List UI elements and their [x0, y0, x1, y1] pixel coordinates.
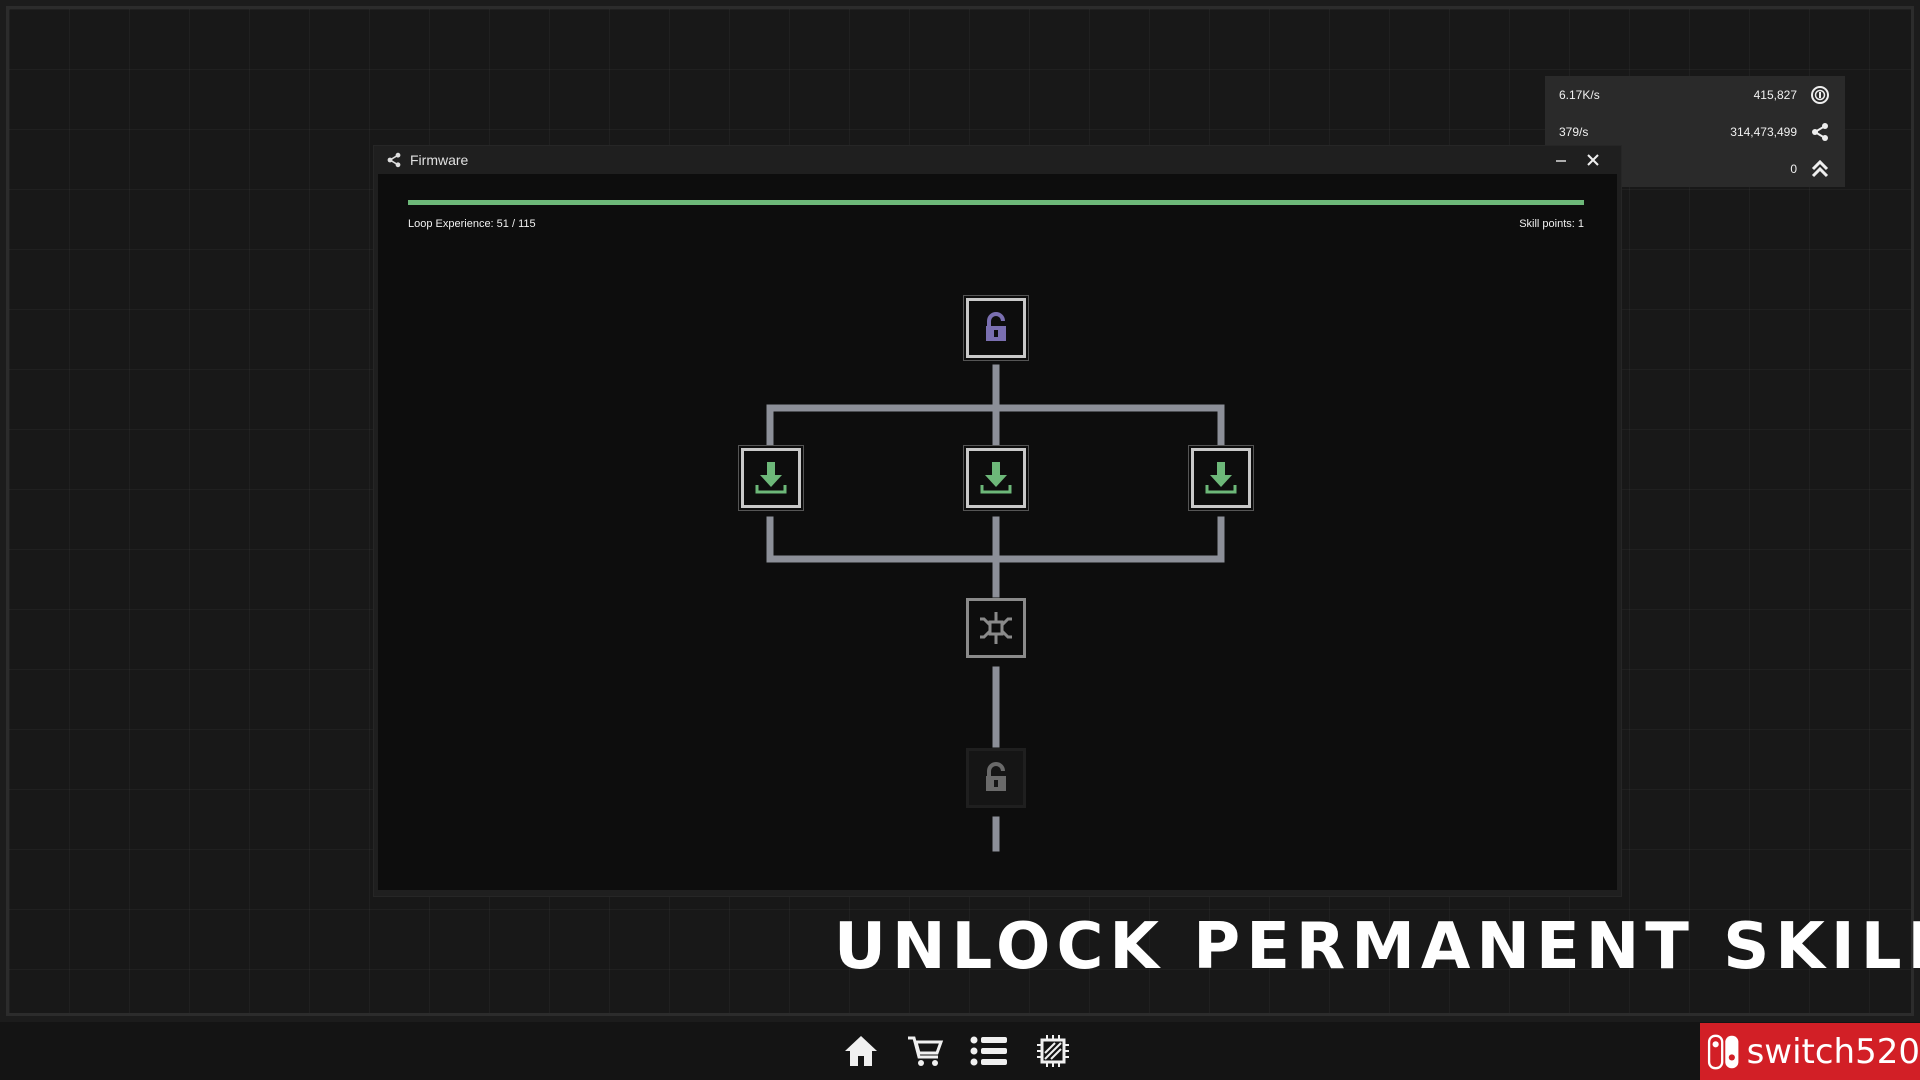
window-title: Firmware — [410, 152, 469, 168]
skill-node-root-unlock[interactable] — [966, 298, 1026, 358]
coin-value: 415,827 — [1753, 87, 1797, 102]
coin-icon — [1809, 84, 1831, 106]
window-content: Loop Experience: 51 / 115 Skill points: … — [378, 174, 1617, 890]
skill-node-locked[interactable] — [966, 748, 1026, 808]
share-icon — [386, 151, 404, 169]
home-button[interactable] — [842, 1032, 880, 1070]
network-icon — [980, 612, 1012, 644]
skill-node-download-right[interactable] — [1191, 448, 1251, 508]
chip-icon — [1037, 1035, 1069, 1067]
close-icon — [1587, 154, 1599, 166]
cart-icon — [908, 1036, 944, 1066]
minimize-button[interactable] — [1551, 150, 1571, 170]
unlock-icon — [986, 762, 1006, 791]
prestige-value: 0 — [1790, 161, 1797, 176]
skill-tree — [378, 174, 1617, 890]
share-icon — [1809, 121, 1831, 143]
download-icon — [980, 462, 1012, 494]
skill-tree-connectors — [766, 364, 1225, 852]
tasks-button[interactable] — [970, 1032, 1008, 1070]
double-chevron-up-icon — [1809, 158, 1831, 180]
home-icon — [845, 1036, 877, 1066]
skill-points-label: Skill points: 1 — [1519, 218, 1584, 230]
unlock-icon — [986, 312, 1006, 341]
download-icon — [755, 462, 787, 494]
taskbar — [0, 1022, 1920, 1080]
joycon-logo-icon — [1707, 1034, 1739, 1069]
resource-row-prestige: 0 — [1559, 150, 1831, 187]
window-titlebar[interactable]: Firmware — [374, 146, 1621, 174]
loop-experience-bar — [408, 200, 1584, 205]
resource-row-coins: 6.17K/s 415,827 — [1559, 76, 1831, 113]
shop-button[interactable] — [906, 1032, 944, 1070]
skill-node-download-center[interactable] — [966, 448, 1026, 508]
data-rate: 379/s — [1559, 124, 1589, 139]
data-value: 314,473,499 — [1730, 124, 1797, 139]
watermark: switch520 — [1700, 1023, 1920, 1080]
download-icon — [1205, 462, 1237, 494]
skill-node-download-left[interactable] — [741, 448, 801, 508]
promo-tagline: UNLOCK PERMANENT SKILLS — [834, 910, 1920, 984]
list-icon — [970, 1036, 1007, 1066]
watermark-text: switch520 — [1746, 1031, 1920, 1072]
firmware-button[interactable] — [1034, 1032, 1072, 1070]
firmware-window: Firmware Loop Experience: 51 / 115 Skill… — [374, 146, 1621, 896]
coin-rate: 6.17K/s — [1559, 87, 1600, 102]
skill-node-network[interactable] — [966, 598, 1026, 658]
minimize-icon — [1556, 160, 1566, 162]
resources-panel: 6.17K/s 415,827 379/s 314,473,499 0 — [1545, 76, 1845, 187]
resource-row-data: 379/s 314,473,499 — [1559, 113, 1831, 150]
loop-experience-label: Loop Experience: 51 / 115 — [408, 218, 536, 230]
close-button[interactable] — [1583, 150, 1603, 170]
